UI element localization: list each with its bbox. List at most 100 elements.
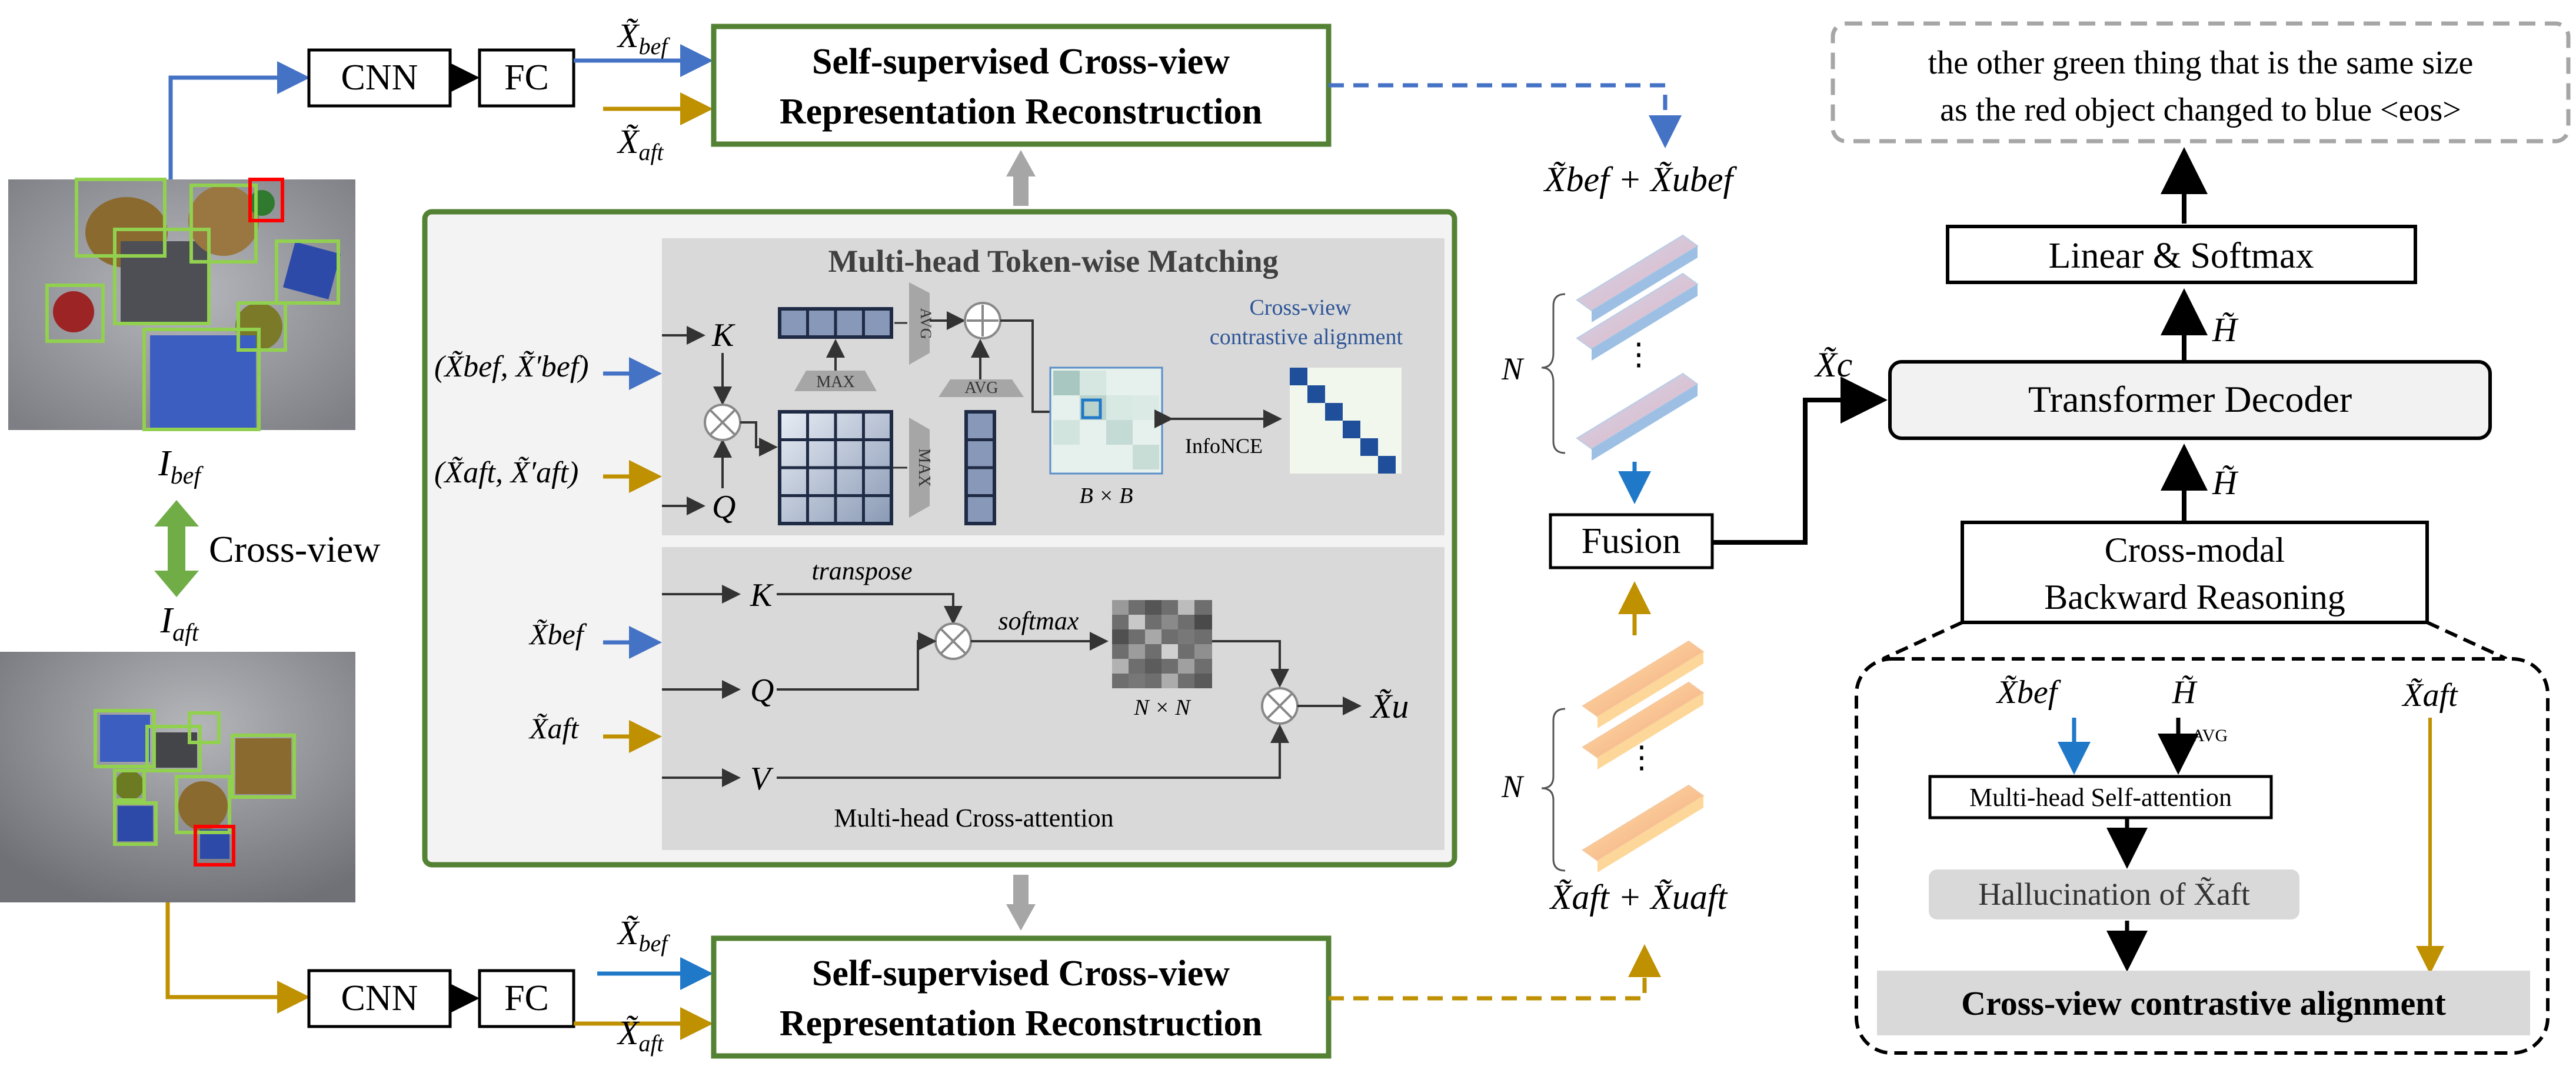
att-q: Q bbox=[750, 672, 774, 709]
fusion-label: Fusion bbox=[1582, 521, 1681, 561]
token-similarity-matrix bbox=[778, 410, 893, 525]
h-tilde-top: H̃ bbox=[2212, 311, 2239, 349]
hallucination-label: Hallucination of X̃aft bbox=[1978, 877, 2250, 912]
identity-matrix bbox=[1290, 368, 1402, 474]
bottom-cnn-label: CNN bbox=[341, 978, 418, 1018]
bottom-ssr-line1: Self-supervised Cross-view bbox=[812, 954, 1230, 994]
map-to-mult bbox=[1212, 640, 1289, 688]
bottom-x-bef-label: X̃bef bbox=[617, 914, 670, 957]
att-v: V bbox=[750, 761, 774, 797]
att-multiply-icon-1 bbox=[934, 622, 972, 660]
max-label-right: MAX bbox=[915, 448, 933, 486]
transformer-decoder-box bbox=[1888, 360, 2492, 440]
backward-reasoning-line2: Backward Reasoning bbox=[2044, 578, 2345, 617]
bottom-fc-label: FC bbox=[504, 978, 549, 1018]
self-attention-label: Multi-head Self-attention bbox=[1969, 783, 2232, 812]
self-attention-box bbox=[1928, 775, 2273, 819]
top-ssr-line2: Representation Reconstruction bbox=[780, 92, 1262, 132]
top-blue-line bbox=[168, 61, 310, 179]
transformer-decoder-label: Transformer Decoder bbox=[2028, 378, 2352, 420]
bottom-stack-dots: ⋮ bbox=[1626, 741, 1657, 775]
max-pool-top bbox=[794, 371, 877, 391]
infonce-label: InfoNCE bbox=[1185, 434, 1263, 458]
top-brace bbox=[1541, 293, 1566, 454]
image-before bbox=[8, 178, 355, 431]
backward-reasoning-box bbox=[1961, 521, 2429, 624]
bxb-label: B × B bbox=[1079, 484, 1133, 508]
softmax-label: softmax bbox=[999, 607, 1079, 635]
avg-pool-right bbox=[938, 379, 1024, 397]
matching-input-aft: (X̃aft, X̃′aft) bbox=[434, 456, 578, 489]
att-multiply-icon-2 bbox=[1261, 687, 1299, 725]
output-caption-box bbox=[1831, 21, 2571, 144]
top-feature-stack bbox=[1576, 234, 1699, 461]
contrastive-label: Cross-view contrastive alignment bbox=[1961, 984, 2446, 1022]
top-x-aft-label: X̃aft bbox=[617, 122, 664, 165]
fusion-box bbox=[1549, 513, 1714, 569]
max-pool-right bbox=[909, 418, 930, 518]
att-k: K bbox=[750, 577, 774, 614]
bottom-brace bbox=[1541, 708, 1566, 872]
bottom-dashed-to-sum bbox=[1329, 944, 1661, 1001]
reasoning-x-aft: X̃aft bbox=[2401, 677, 2458, 714]
label-i-bef: Ibef bbox=[158, 444, 204, 489]
linear-softmax-box bbox=[1946, 225, 2417, 284]
bottom-x-aft-label: X̃aft bbox=[617, 1014, 664, 1057]
top-dashed-to-sum bbox=[1329, 83, 1682, 148]
contrastive-line2: contrastive alignment bbox=[1210, 325, 1403, 349]
top-n-label: N bbox=[1501, 351, 1525, 386]
reasoning-detail-box bbox=[1855, 657, 2550, 1055]
cross-view-label: Cross-view bbox=[209, 528, 381, 570]
mult-to-matrix bbox=[740, 421, 778, 456]
contrastive-box bbox=[1877, 971, 2530, 1035]
label-i-aft: Iaft bbox=[160, 601, 199, 647]
output-caption-line2: as the red object changed to blue <eos> bbox=[1940, 92, 2461, 128]
backward-reasoning-line1: Cross-modal bbox=[2105, 531, 2285, 569]
bottom-cnn-box bbox=[307, 969, 452, 1028]
h-tilde-mid: H̃ bbox=[2212, 464, 2239, 502]
avg-pool-top bbox=[909, 282, 930, 365]
matching-k: K bbox=[711, 317, 735, 354]
column-vector bbox=[964, 410, 996, 525]
bottom-ssr-line2: Representation Reconstruction bbox=[780, 1004, 1262, 1044]
top-fc-box bbox=[478, 48, 575, 108]
top-ssr-line1: Self-supervised Cross-view bbox=[812, 42, 1230, 82]
fusion-to-decoder bbox=[1712, 376, 1888, 545]
att-input-aft: X̃aft bbox=[528, 712, 579, 745]
top-stack-dots: ⋮ bbox=[1623, 338, 1654, 372]
reasoning-h: H̃ bbox=[2172, 674, 2198, 711]
expand-lines bbox=[1882, 621, 2508, 661]
contrastive-line1: Cross-view bbox=[1249, 295, 1352, 320]
q-to-att-mult bbox=[777, 632, 937, 691]
bottom-gold-line bbox=[165, 902, 310, 1014]
output-caption-line1: the other green thing that is the same s… bbox=[1928, 45, 2474, 81]
matching-add-icon bbox=[964, 302, 1001, 339]
avg-label-top: AVG bbox=[917, 308, 934, 339]
matching-multiply-icon bbox=[704, 404, 741, 441]
gray-arrow-down bbox=[1006, 875, 1036, 931]
nxn-label: N × N bbox=[1133, 695, 1192, 720]
att-output-xu: X̃u bbox=[1370, 687, 1409, 725]
matching-title: Multi-head Token-wise Matching bbox=[828, 244, 1278, 279]
matching-q: Q bbox=[712, 489, 735, 525]
row-vector bbox=[778, 307, 893, 339]
top-sum-label: X̃bef + X̃ubef bbox=[1543, 160, 1738, 199]
bottom-feature-stack bbox=[1582, 640, 1705, 872]
top-x-bef-label: X̃bef bbox=[617, 16, 670, 59]
xc-label: X̃c bbox=[1814, 345, 1852, 384]
top-cnn-label: CNN bbox=[341, 58, 418, 98]
bxb-matrix bbox=[1049, 366, 1163, 475]
reasoning-x-bef: X̃bef bbox=[1996, 674, 2062, 711]
max-label-top: MAX bbox=[816, 373, 854, 391]
hallucination-box bbox=[1929, 869, 2299, 919]
v-to-mult bbox=[777, 724, 1289, 779]
bottom-sum-label: X̃aft + X̃uaft bbox=[1549, 878, 1728, 917]
bottom-fc-box bbox=[478, 969, 575, 1028]
avg-label-right: AVG bbox=[964, 379, 998, 397]
bottom-n-label: N bbox=[1501, 769, 1525, 804]
image-after bbox=[0, 652, 355, 902]
attention-title: Multi-head Cross-attention bbox=[834, 804, 1113, 832]
transpose-arrow bbox=[777, 593, 963, 625]
top-fc-label: FC bbox=[504, 58, 549, 98]
